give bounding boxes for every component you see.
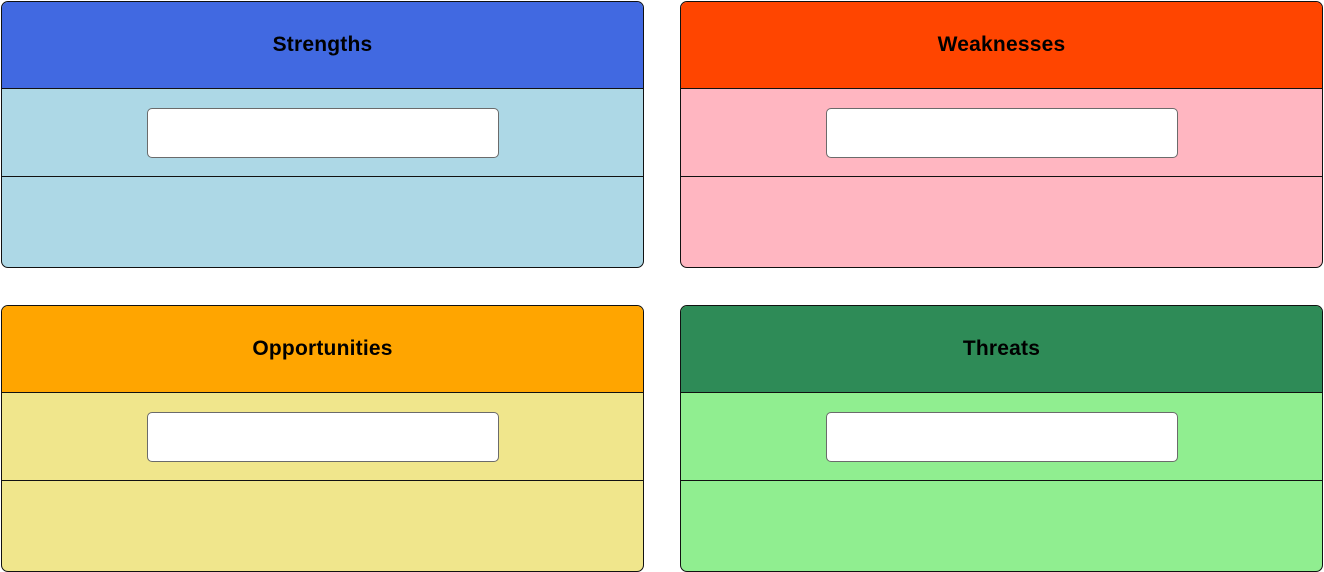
strengths-header: Strengths xyxy=(2,2,643,89)
opportunities-input[interactable] xyxy=(146,411,499,462)
opportunities-card: Opportunities xyxy=(1,305,644,572)
threats-input[interactable] xyxy=(825,411,1178,462)
weaknesses-input[interactable] xyxy=(825,107,1178,158)
threats-input-row xyxy=(681,393,1322,481)
weaknesses-title: Weaknesses xyxy=(937,33,1066,56)
weaknesses-header: Weaknesses xyxy=(681,2,1322,89)
opportunities-input-row xyxy=(2,393,643,481)
strengths-input[interactable] xyxy=(146,107,499,158)
weaknesses-items-area xyxy=(681,177,1322,267)
opportunities-title: Opportunities xyxy=(252,337,393,360)
threats-title: Threats xyxy=(962,337,1041,360)
strengths-input-row xyxy=(2,89,643,177)
strengths-card: Strengths xyxy=(1,1,644,268)
opportunities-header: Opportunities xyxy=(2,306,643,393)
strengths-title: Strengths xyxy=(272,33,373,56)
opportunities-items-area xyxy=(2,481,643,571)
threats-items-area xyxy=(681,481,1322,571)
strengths-items-area xyxy=(2,177,643,267)
threats-card: Threats xyxy=(680,305,1323,572)
weaknesses-input-row xyxy=(681,89,1322,177)
weaknesses-card: Weaknesses xyxy=(680,1,1323,268)
threats-header: Threats xyxy=(681,306,1322,393)
